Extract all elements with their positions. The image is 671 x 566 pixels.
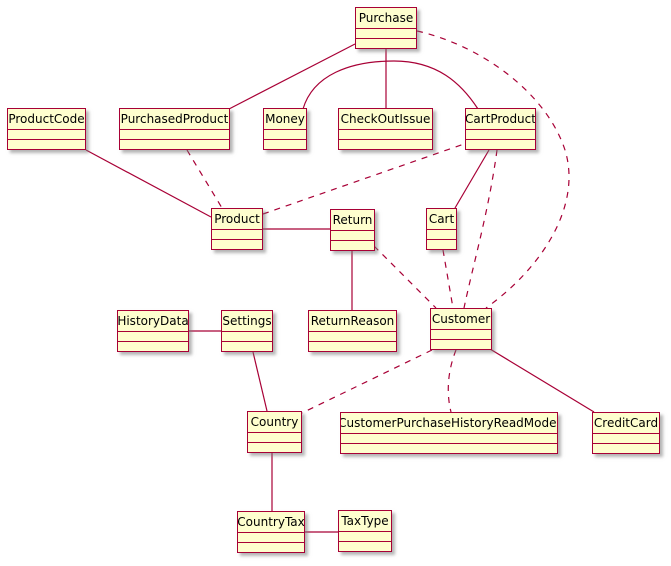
attributes-compartment — [427, 229, 456, 239]
methods-compartment — [8, 139, 85, 149]
methods-compartment — [431, 339, 491, 349]
class-name: Return — [332, 213, 373, 227]
class-country: Country — [247, 411, 302, 453]
attributes-compartment — [356, 28, 416, 38]
attributes-compartment — [331, 230, 374, 240]
class-returnreason: ReturnReason — [308, 310, 397, 352]
methods-compartment — [341, 443, 557, 453]
edge-purchase-customer-dashed — [416, 30, 570, 309]
class-productcode: ProductCode — [7, 108, 86, 150]
attributes-compartment — [212, 229, 262, 239]
class-settings: Settings — [221, 310, 273, 352]
class-name: Settings — [222, 314, 272, 328]
edge-money-cartproduct-solid — [302, 60, 479, 110]
methods-compartment — [466, 139, 535, 149]
edge-productcode-product-solid — [85, 149, 212, 218]
methods-compartment — [593, 443, 659, 453]
class-name: HistoryData — [118, 314, 188, 328]
attributes-compartment — [222, 331, 272, 341]
attributes-compartment — [248, 432, 301, 442]
attributes-compartment — [466, 129, 535, 139]
class-money: Money — [263, 108, 307, 150]
methods-compartment — [427, 239, 456, 249]
class-return: Return — [330, 209, 375, 251]
edge-customer-country-dashed — [301, 349, 433, 414]
class-purchase: Purchase — [355, 7, 417, 49]
attributes-compartment — [431, 329, 491, 339]
class-purchasedproduct: PurchasedProduct — [119, 108, 230, 150]
class-historydata: HistoryData — [117, 310, 189, 352]
class-name: Customer — [431, 312, 491, 326]
methods-compartment — [339, 139, 432, 149]
class-name: CheckOutIssue — [340, 112, 431, 126]
methods-compartment — [118, 341, 188, 351]
class-name: CartProduct — [466, 112, 535, 126]
edge-cartproduct-customer-dashed — [463, 149, 498, 309]
edge-return-customer-dashed — [373, 245, 437, 309]
attributes-compartment — [8, 129, 85, 139]
attributes-compartment — [264, 129, 306, 139]
class-product: Product — [211, 208, 263, 250]
class-name: Country — [250, 415, 299, 429]
methods-compartment — [248, 442, 301, 452]
methods-compartment — [264, 139, 306, 149]
edge-customer-customerpurchasehistoryreadmodel-dashed — [447, 349, 457, 413]
methods-compartment — [120, 139, 229, 149]
edge-cart-customer-dashed — [442, 249, 454, 309]
class-creditcard: CreditCard — [592, 412, 660, 454]
edge-product-cartproduct-dashed — [262, 143, 465, 215]
attributes-compartment — [120, 129, 229, 139]
class-name: Purchase — [358, 11, 414, 25]
class-customerpurchasehistoryreadmodel: CustomerPurchaseHistoryReadModel — [340, 412, 558, 454]
methods-compartment — [309, 341, 396, 351]
class-countrytax: CountryTax — [237, 511, 305, 553]
class-name: Money — [265, 112, 305, 126]
edge-purchasedproduct-product-dashed — [186, 149, 223, 209]
class-cartproduct: CartProduct — [465, 108, 536, 150]
methods-compartment — [222, 341, 272, 351]
edge-cartproduct-cart-solid — [454, 149, 490, 209]
methods-compartment — [331, 240, 374, 250]
class-name: CreditCard — [593, 416, 659, 430]
class-name: CustomerPurchaseHistoryReadModel — [341, 416, 557, 430]
class-name: ReturnReason — [310, 314, 395, 328]
class-name: CountryTax — [238, 515, 304, 529]
class-customer: Customer — [430, 308, 492, 350]
attributes-compartment — [309, 331, 396, 341]
attributes-compartment — [118, 331, 188, 341]
class-cart: Cart — [426, 208, 457, 250]
attributes-compartment — [593, 433, 659, 443]
class-name: Product — [214, 212, 260, 226]
methods-compartment — [212, 239, 262, 249]
attributes-compartment — [339, 129, 432, 139]
edge-customer-creditcard-solid — [489, 348, 595, 413]
attributes-compartment — [339, 531, 391, 541]
methods-compartment — [339, 541, 391, 551]
class-name: PurchasedProduct — [120, 112, 229, 126]
attributes-compartment — [341, 433, 557, 443]
class-name: ProductCode — [8, 112, 85, 126]
edge-purchase-purchasedproduct-solid — [228, 43, 356, 110]
class-name: Cart — [428, 212, 455, 226]
edge-settings-country-solid — [252, 351, 268, 412]
attributes-compartment — [238, 532, 304, 542]
methods-compartment — [238, 542, 304, 552]
class-checkoutissue: CheckOutIssue — [338, 108, 433, 150]
class-name: TaxType — [341, 514, 389, 528]
methods-compartment — [356, 38, 416, 48]
class-taxtype: TaxType — [338, 510, 392, 552]
